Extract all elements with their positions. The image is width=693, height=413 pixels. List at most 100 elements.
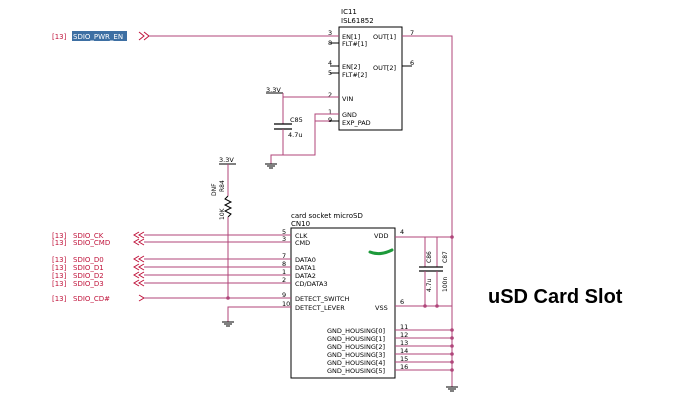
cn10-housing-pins: GND_HOUSING[0]11GND_HOUSING[1]12GND_HOUS…	[327, 323, 454, 375]
power-3v3-top: 3.3V	[266, 86, 339, 124]
svg-text:5: 5	[282, 228, 286, 236]
svg-text:4: 4	[328, 59, 332, 67]
svg-text:SDIO_CK: SDIO_CK	[73, 232, 104, 240]
svg-text:3.3V: 3.3V	[266, 86, 281, 94]
svg-text:7: 7	[410, 29, 414, 37]
svg-text:EN[2]: EN[2]	[342, 63, 360, 71]
svg-text:2: 2	[282, 276, 286, 284]
svg-text:SDIO_CD#: SDIO_CD#	[73, 295, 110, 303]
svg-text:DNF: DNF	[211, 183, 218, 196]
vdd-rail-wire	[402, 35, 453, 387]
ic11-part: ISL61852	[341, 17, 374, 25]
svg-text:R84: R84	[219, 180, 226, 192]
svg-text:12: 12	[400, 331, 408, 339]
svg-text:SDIO_D0: SDIO_D0	[73, 256, 104, 264]
ic11-pin-flt1: 8 FLT#[1]	[328, 39, 367, 48]
svg-text:6: 6	[400, 298, 404, 306]
net-sdio-ck: [13] SDIO_CK	[52, 231, 291, 240]
svg-text:10K: 10K	[219, 207, 226, 220]
svg-text:4: 4	[400, 228, 404, 236]
svg-text:6: 6	[410, 59, 414, 67]
svg-text:DATA0: DATA0	[295, 256, 316, 264]
svg-text:GND: GND	[342, 111, 357, 119]
ic11-pin-out1: OUT[1] 7	[373, 29, 414, 41]
ic11-pin-en1: 3 EN[1]	[312, 29, 360, 41]
cn10-pin-gnd-housing-0: GND_HOUSING[0]11	[327, 323, 454, 335]
svg-text:DATA1: DATA1	[295, 264, 316, 272]
cn10-pin-gnd-housing-4: GND_HOUSING[4]15	[327, 355, 454, 367]
ic11-pin-gnd: 1 GND	[328, 108, 357, 119]
svg-text:CLK: CLK	[295, 232, 308, 240]
svg-text:FLT#[1]: FLT#[1]	[342, 40, 367, 48]
svg-text:[13]: [13]	[52, 33, 67, 41]
svg-text:13: 13	[400, 339, 408, 347]
svg-text:10: 10	[282, 300, 290, 308]
svg-text:GND_HOUSING[0]: GND_HOUSING[0]	[327, 327, 385, 335]
svg-text:OUT[2]: OUT[2]	[373, 64, 396, 72]
cn10-pin-gnd-housing-5: GND_HOUSING[5]16	[327, 363, 454, 375]
svg-text:C85: C85	[290, 116, 303, 124]
ground-symbol-left	[222, 321, 234, 327]
svg-text:SDIO_D3: SDIO_D3	[73, 280, 104, 288]
svg-text:4.7u: 4.7u	[288, 131, 302, 139]
svg-text:C86: C86	[426, 251, 433, 263]
svg-text:1: 1	[282, 268, 286, 276]
cn10-desc: card socket microSD	[291, 212, 363, 220]
svg-text:VDD: VDD	[374, 232, 388, 240]
net-sdio-cd-: [13] SDIO_CD#	[52, 294, 291, 303]
ground-symbol-top	[265, 163, 277, 169]
svg-text:DETECT_LEVER: DETECT_LEVER	[295, 304, 345, 312]
svg-text:[13]: [13]	[52, 264, 67, 272]
svg-text:4.7u: 4.7u	[426, 278, 433, 292]
svg-text:14: 14	[400, 347, 408, 355]
net-sdio-d0: [13] SDIO_D0	[52, 255, 291, 264]
svg-text:[13]: [13]	[52, 256, 67, 264]
svg-text:16: 16	[400, 363, 408, 371]
net-sdio-cmd: [13] SDIO_CMD	[52, 238, 291, 247]
ic11-pin-out2: OUT[2] 6	[373, 59, 414, 72]
detect-lever-gnd-wire	[227, 306, 291, 322]
svg-text:VSS: VSS	[375, 304, 388, 312]
svg-text:CMD: CMD	[295, 239, 310, 247]
svg-text:GND_HOUSING[1]: GND_HOUSING[1]	[327, 335, 385, 343]
cn10-ref: CN10	[291, 220, 310, 228]
cn10-pin-gnd-housing-3: GND_HOUSING[3]14	[327, 347, 454, 359]
svg-text:2: 2	[328, 91, 332, 99]
capacitor-c87: C87 100n	[431, 251, 449, 292]
sdio-net-labels: [13]SDIO_CK[13]SDIO_CMD[13]SDIO_D0[13]SD…	[52, 231, 291, 303]
svg-text:[13]: [13]	[52, 239, 67, 247]
capacitor-c86: C86 4.7u	[419, 251, 433, 292]
cn10-pin-vdd: VDD 4	[368, 228, 454, 256]
svg-text:DETECT_SWITCH: DETECT_SWITCH	[295, 295, 350, 303]
net-sdio-d3: [13]SDIO_D3	[52, 279, 291, 288]
svg-text:SDIO_PWR_EN: SDIO_PWR_EN	[73, 33, 123, 41]
svg-text:[13]: [13]	[52, 272, 67, 280]
svg-text:DATA2: DATA2	[295, 272, 316, 280]
svg-text:9: 9	[282, 291, 286, 299]
net-sdio-pwr-en: [13] SDIO_PWR_EN	[52, 31, 312, 41]
svg-text:C87: C87	[442, 251, 449, 263]
net-sdio-d2: [13]SDIO_D2	[52, 271, 291, 280]
svg-text:8: 8	[328, 39, 332, 47]
svg-text:[13]: [13]	[52, 232, 67, 240]
svg-text:3: 3	[282, 235, 286, 243]
svg-text:[13]: [13]	[52, 295, 67, 303]
gnd-wire-ic11	[270, 113, 339, 164]
svg-text:FLT#[2]: FLT#[2]	[342, 71, 367, 79]
ic11-pin-exp-pad: 9 EXP_PAD	[328, 116, 371, 127]
resistor-r84: DNF R84 10K	[211, 180, 233, 300]
ic11-pin-en2: 4 EN[2]	[328, 59, 360, 71]
svg-text:GND_HOUSING[4]: GND_HOUSING[4]	[327, 359, 385, 367]
svg-text:1: 1	[328, 108, 332, 116]
svg-text:SDIO_CMD: SDIO_CMD	[73, 239, 110, 247]
svg-text:EN[1]: EN[1]	[342, 33, 360, 41]
svg-text:OUT[1]: OUT[1]	[373, 33, 396, 41]
